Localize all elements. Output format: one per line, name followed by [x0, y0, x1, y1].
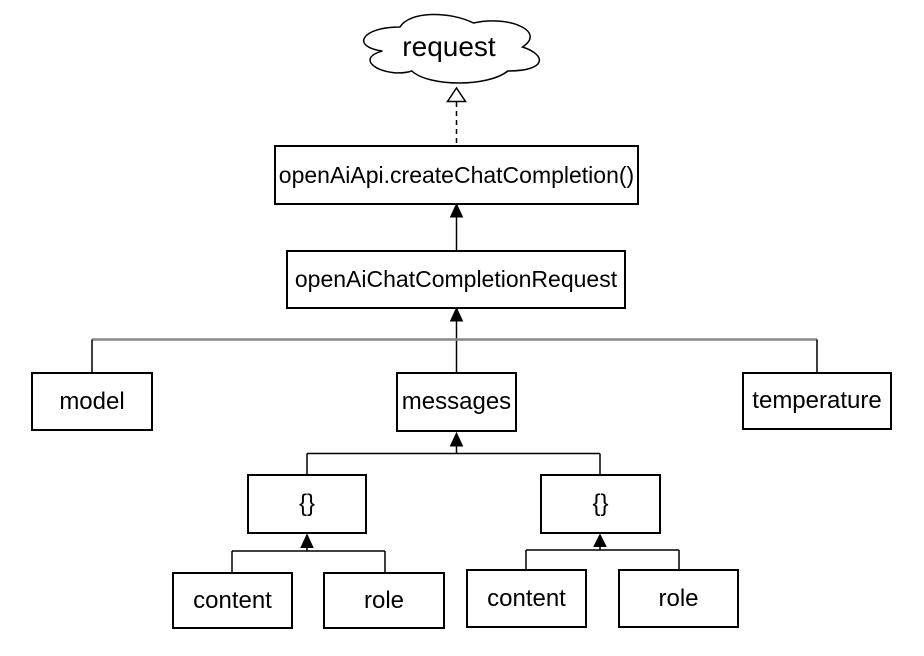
node-role-left: role: [323, 572, 445, 629]
node-model: model: [31, 372, 153, 431]
node-content-left: content: [172, 572, 293, 629]
cloud-shape: [362, 13, 541, 84]
node-message-object-right: {}: [540, 474, 661, 534]
edge-request-object-to-api: [449, 202, 464, 250]
edge-fields-to-object-right: [525, 533, 680, 569]
edge-messages-to-request-object: [449, 306, 464, 372]
node-chat-completion-request: openAiChatCompletionRequest: [286, 250, 626, 309]
node-temperature: temperature: [742, 372, 892, 430]
node-request-cloud-label: request: [402, 31, 496, 62]
edge-objects-to-messages: [306, 431, 601, 474]
node-messages: messages: [396, 372, 517, 432]
node-message-object-left: {}: [247, 474, 367, 534]
node-role-right: role: [618, 569, 739, 628]
node-create-chat-completion: openAiApi.createChatCompletion(): [274, 145, 639, 205]
node-content-right: content: [466, 569, 587, 628]
edge-fields-to-object-left: [231, 533, 386, 572]
connector-model-temperature: [91, 338, 818, 372]
edge-api-to-request: [446, 86, 467, 145]
